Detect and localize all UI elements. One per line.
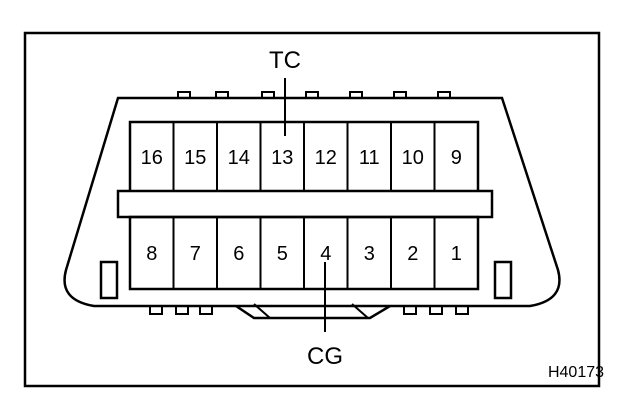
right-side-slot	[493, 260, 513, 300]
pin-number-11: 11	[359, 147, 380, 169]
pin-cell-16: 16	[141, 147, 163, 169]
pin-cell-1: 1	[433, 217, 462, 289]
housing-bottom-notches	[149, 306, 469, 315]
pin-number-14: 14	[228, 147, 250, 169]
figure-id-label: H40173	[548, 364, 604, 381]
top-pin-row: 16 15 14 13 12 11 10 9	[128, 120, 480, 194]
pin-number-3: 3	[364, 243, 375, 265]
pin-number-8: 8	[146, 243, 157, 265]
connector-key-edge-left	[253, 303, 271, 319]
pin-cell-6: 6	[216, 217, 244, 289]
connector-key	[235, 304, 391, 320]
pin-number-9: 9	[451, 147, 462, 169]
pin-cell-5: 5	[259, 217, 288, 289]
pin-number-6: 6	[233, 243, 244, 265]
pin-cell-4: 4	[303, 217, 331, 289]
pin-number-16: 16	[141, 147, 163, 169]
pin-cell-14: 14	[216, 122, 250, 192]
bottom-pin-row: 8 7 6 5 4 3 2 1	[128, 215, 480, 291]
pin-cell-15: 15	[172, 122, 206, 192]
pin-number-15: 15	[184, 147, 206, 169]
pin-number-13: 13	[271, 147, 293, 169]
pin-number-5: 5	[277, 243, 288, 265]
pin-number-10: 10	[402, 147, 424, 169]
pin-cell-9: 9	[433, 122, 462, 192]
pin-cell-12: 12	[303, 122, 337, 192]
figure-frame	[23, 31, 601, 388]
pin-cell-11: 11	[346, 122, 380, 192]
pin-number-1: 1	[451, 243, 462, 265]
tc-callout-label: TC	[269, 47, 301, 74]
pin-cell-3: 3	[346, 217, 375, 289]
pin-cell-10: 10	[390, 122, 424, 192]
center-rib	[116, 189, 494, 219]
pin-cell-2: 2	[390, 217, 418, 289]
connector-housing	[63, 96, 561, 308]
pin-number-2: 2	[407, 243, 418, 265]
pin-number-7: 7	[190, 243, 201, 265]
pin-cell-8: 8	[146, 243, 157, 265]
housing-top-notches	[177, 91, 451, 98]
pin-number-4: 4	[320, 243, 331, 265]
connector-key-edge-right	[351, 303, 369, 319]
pin-cell-7: 7	[172, 217, 201, 289]
left-side-slot	[99, 260, 119, 300]
cg-callout-label: CG	[307, 343, 343, 370]
pin-cell-13: 13	[259, 122, 293, 192]
pin-number-12: 12	[315, 147, 337, 169]
